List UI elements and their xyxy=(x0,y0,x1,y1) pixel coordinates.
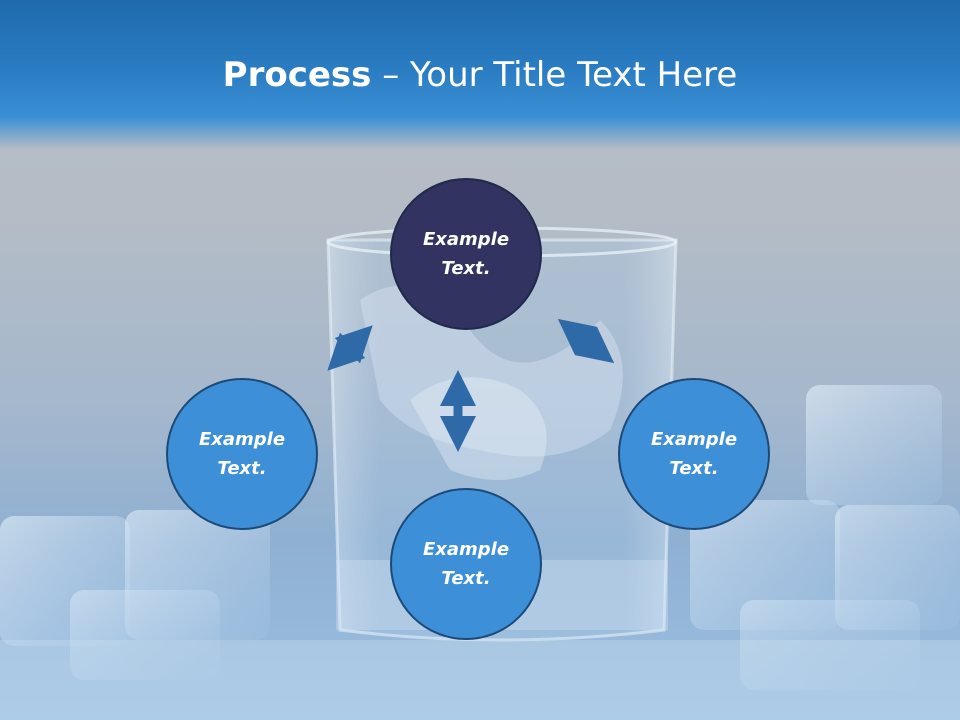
arrow-top-right xyxy=(557,318,615,364)
process-node-left: Example Text. xyxy=(166,378,318,530)
slide-title: Process – Your Title Text Here xyxy=(0,52,960,98)
title-dash: – xyxy=(371,55,411,95)
node-label: Example Text. xyxy=(422,229,510,279)
title-bold: Process xyxy=(222,55,372,95)
process-node-right: Example Text. xyxy=(618,378,770,530)
node-label: Example Text. xyxy=(650,429,738,479)
arrow-top-left xyxy=(327,325,373,371)
process-node-top: Example Text. xyxy=(390,178,542,330)
process-node-bottom: Example Text. xyxy=(390,488,542,640)
node-label: Example Text. xyxy=(198,429,286,479)
title-text: Your Title Text Here xyxy=(410,55,738,95)
title-bar xyxy=(0,0,960,150)
node-label: Example Text. xyxy=(422,539,510,589)
